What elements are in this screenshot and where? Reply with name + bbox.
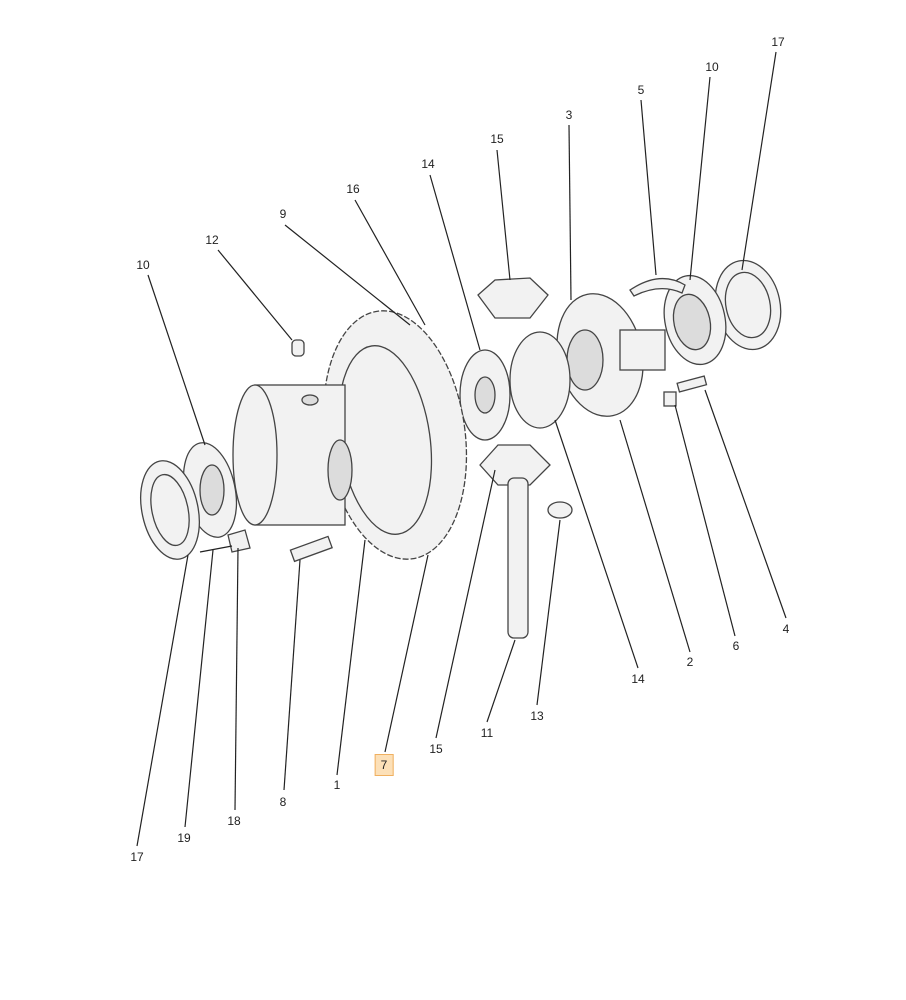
callout-12[interactable]: 12 — [205, 233, 219, 247]
callout-18[interactable]: 18 — [227, 814, 241, 828]
callout-2[interactable]: 2 — [686, 655, 694, 669]
pinion-shaft — [507, 477, 529, 639]
callout-6[interactable]: 6 — [732, 639, 740, 653]
lock-bolt-left — [199, 545, 233, 553]
callout-11[interactable]: 11 — [480, 726, 494, 740]
callout-5[interactable]: 5 — [637, 83, 645, 97]
callout-19[interactable]: 19 — [177, 831, 191, 845]
callout-8[interactable]: 8 — [279, 795, 287, 809]
callout-10[interactable]: 10 — [136, 258, 150, 272]
callout-17[interactable]: 17 — [771, 35, 785, 49]
bearing-cup-right — [714, 259, 782, 351]
callout-14[interactable]: 14 — [631, 672, 645, 686]
bearing-right — [663, 274, 727, 366]
lock-washer — [663, 391, 677, 407]
bolt — [676, 375, 708, 393]
pinion-gear-top — [477, 277, 549, 319]
callout-3[interactable]: 3 — [565, 108, 573, 122]
bearing-cup-left — [140, 460, 200, 560]
ring-gear-bolt — [289, 535, 333, 563]
differential-housing — [232, 384, 353, 526]
callout-17[interactable]: 17 — [130, 850, 144, 864]
callout-1[interactable]: 1 — [333, 778, 341, 792]
callout-15[interactable]: 15 — [429, 742, 443, 756]
callout-7-highlighted[interactable]: 7 — [374, 754, 394, 776]
dowel — [291, 339, 305, 357]
lock-plate-left — [227, 529, 251, 553]
differential-cover — [556, 293, 666, 417]
pinion-gear-bottom — [479, 444, 551, 486]
callout-4[interactable]: 4 — [782, 622, 790, 636]
callout-14[interactable]: 14 — [421, 157, 435, 171]
lock-plate — [629, 278, 686, 297]
callout-16[interactable]: 16 — [346, 182, 360, 196]
callout-13[interactable]: 13 — [530, 709, 544, 723]
side-gear — [459, 331, 571, 441]
callout-9[interactable]: 9 — [279, 207, 287, 221]
leader-lines — [136, 51, 787, 847]
callout-10[interactable]: 10 — [705, 60, 719, 74]
ring-gear — [322, 310, 468, 560]
circlip — [547, 501, 573, 519]
callout-15[interactable]: 15 — [490, 132, 504, 146]
